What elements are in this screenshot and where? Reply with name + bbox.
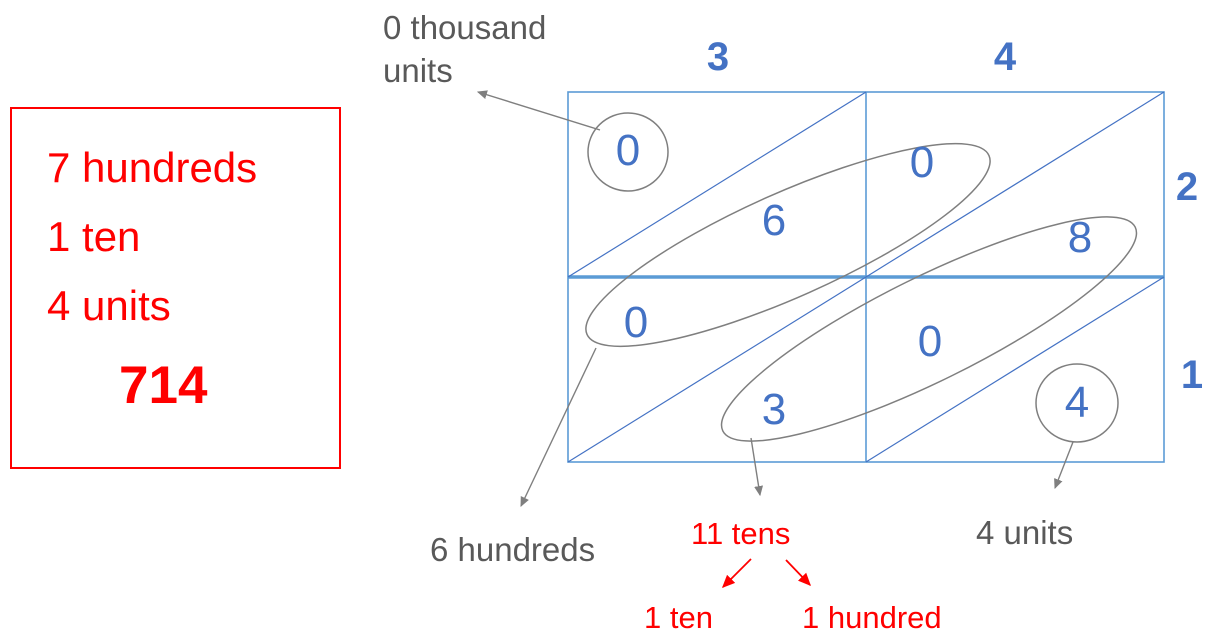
tens-summary-line: 1 ten <box>47 213 141 260</box>
hundreds-summary-line: 7 hundreds <box>47 144 258 191</box>
cell-diagonal-bottom-right <box>865 276 1165 463</box>
final-result: 714 <box>119 356 208 415</box>
units-digit-circle <box>1035 363 1119 443</box>
thousands-label-line2: units <box>383 52 453 89</box>
top-factor-digit-4: 4 <box>993 35 1017 79</box>
cell-tl-units-digit: 6 <box>761 196 787 245</box>
thousands-label-line1: 0 thousand <box>383 9 547 46</box>
cell-bl-tens-digit: 0 <box>623 298 649 347</box>
carry-hundred-label: 1 hundred <box>802 600 942 633</box>
hundreds-arrow <box>520 347 597 508</box>
cell-diagonal-bottom-left <box>567 276 867 463</box>
right-factor-digit-2: 2 <box>1175 165 1199 209</box>
cell-tl-tens-digit: 0 <box>615 126 641 175</box>
cell-tr-tens-digit: 0 <box>909 138 935 187</box>
tens-label: 11 tens <box>691 516 791 551</box>
units-label: 4 units <box>976 514 1074 551</box>
cell-bl-units-digit: 3 <box>761 385 787 434</box>
cell-br-units-digit: 4 <box>1064 378 1090 427</box>
carry-hundred-arrow <box>785 559 811 587</box>
place-value-summary-box: 7 hundreds 1 ten 4 units 714 <box>10 107 341 469</box>
right-factor-digit-1: 1 <box>1180 353 1204 397</box>
top-factor-digit-3: 3 <box>706 35 730 79</box>
cell-tr-units-digit: 8 <box>1067 213 1093 262</box>
units-summary-line: 4 units <box>47 282 171 329</box>
carry-ten-arrow <box>721 558 752 589</box>
lattice-grid <box>567 91 1165 463</box>
thousands-label: 0 thousand units <box>383 6 546 92</box>
cell-diagonal-top-left <box>567 91 867 278</box>
cell-diagonal-top-right <box>865 91 1165 278</box>
hundreds-diagonal-ellipse <box>585 142 991 348</box>
tens-arrow <box>750 437 764 497</box>
thousands-arrow <box>476 90 601 131</box>
hundreds-label: 6 hundreds <box>430 531 596 568</box>
thousands-digit-circle <box>587 112 669 192</box>
cell-br-tens-digit: 0 <box>917 317 943 366</box>
carry-ten-label: 1 ten <box>644 600 713 633</box>
units-arrow <box>1054 441 1074 490</box>
tens-diagonal-ellipse <box>720 216 1138 442</box>
